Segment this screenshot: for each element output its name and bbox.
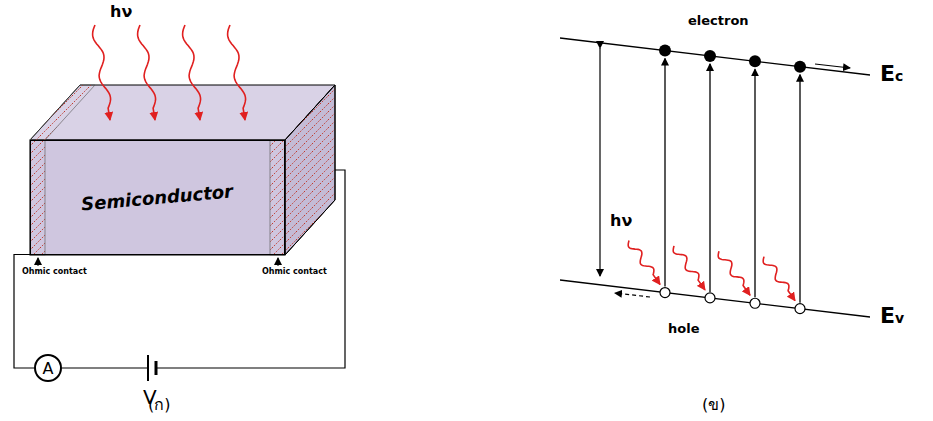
panel-label: (ก) — [148, 396, 170, 414]
ohmic-contact-left — [30, 140, 45, 255]
electron-dot — [704, 50, 716, 62]
photon-label: hν — [610, 212, 632, 230]
leader-line — [38, 258, 39, 266]
electron-drift-arrow — [815, 64, 850, 68]
excitation-arrow — [799, 75, 800, 303]
leader-line — [278, 258, 279, 266]
block-right-face — [285, 85, 335, 255]
panel-label: (ข) — [702, 396, 725, 414]
ohmic-contact-right — [270, 140, 285, 255]
hole-circle — [795, 304, 805, 314]
ohmic-contact-right-face — [285, 85, 335, 255]
battery-plate-short — [155, 361, 158, 375]
contact-label: Ohmic contact — [262, 268, 327, 277]
ammeter-symbol: A — [34, 354, 62, 382]
photon-arrow — [93, 25, 111, 120]
photon-arrow — [628, 241, 660, 285]
wire — [62, 367, 148, 368]
battery-plate-long — [147, 355, 149, 381]
photon-arrow — [228, 25, 246, 120]
block-label: Semiconductor — [81, 180, 234, 214]
conduction-band-line — [560, 38, 870, 75]
hole-circle — [750, 298, 760, 308]
photon-arrow — [763, 257, 795, 301]
photon-arrow — [138, 25, 156, 120]
photon-arrow — [718, 251, 750, 295]
block-front-face — [30, 140, 285, 255]
excitation-arrow — [754, 69, 755, 297]
hole-circle — [705, 293, 715, 303]
ammeter-label: A — [43, 359, 54, 378]
photon-label: hν — [110, 3, 132, 21]
ohmic-contact-left-top — [30, 85, 95, 140]
band-label: Ev — [880, 304, 904, 328]
block-top-face — [30, 85, 335, 140]
semiconductor-block: Semiconductor — [30, 140, 285, 255]
band-gap-arrow — [599, 48, 600, 276]
band-label: Ec — [880, 62, 903, 86]
electron-label: electron — [688, 14, 749, 28]
photon-arrow — [673, 246, 705, 290]
excitation-arrow — [709, 64, 710, 292]
contact-label: Ohmic contact — [22, 268, 87, 277]
electron-dot — [749, 55, 761, 67]
hole-circle — [660, 288, 670, 298]
electron-dot — [659, 45, 671, 57]
hole-drift-arrow — [615, 293, 650, 297]
electron-dot — [794, 61, 806, 73]
valence-band-line — [560, 280, 870, 317]
excitation-arrow — [664, 59, 665, 287]
photon-arrow — [183, 25, 201, 120]
hole-label: hole — [668, 322, 699, 336]
